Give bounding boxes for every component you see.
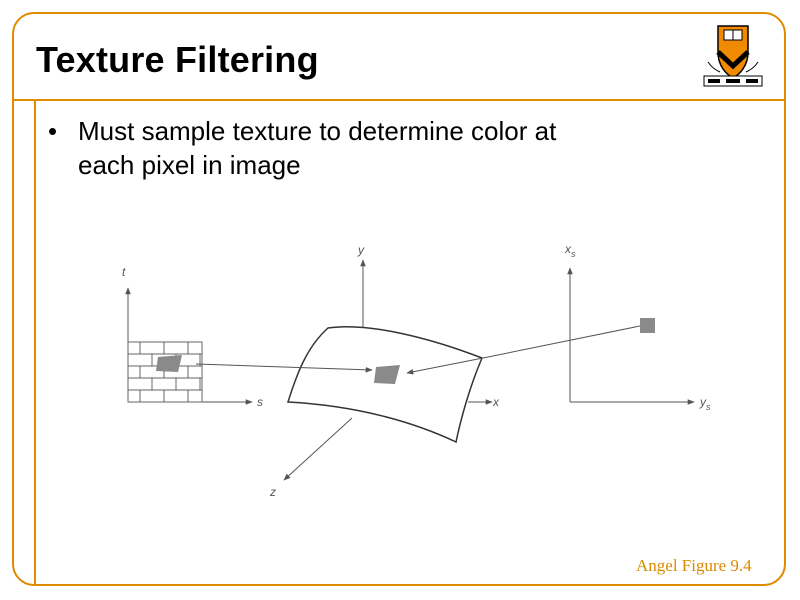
slide-frame	[12, 12, 786, 586]
texture-patch	[156, 355, 182, 372]
surface-patch	[374, 365, 400, 384]
bullet-dot-icon: •	[48, 116, 58, 146]
z-axis-label: z	[269, 485, 276, 499]
figure-caption: Angel Figure 9.4	[636, 556, 752, 575]
slide-title: Texture Filtering	[36, 39, 319, 80]
s-axis-label: s	[257, 395, 263, 409]
pixel-to-surface-ray	[406, 357, 484, 375]
pixel-square	[640, 318, 655, 333]
object-space: y x z	[269, 243, 500, 499]
princeton-shield-icon	[703, 25, 763, 87]
pixel-ray	[482, 325, 641, 359]
ys-axis-label: ys	[699, 395, 711, 412]
texture-space: t s	[122, 265, 263, 409]
curved-surface	[286, 325, 483, 444]
brick-texture	[127, 341, 203, 403]
bullet-text: Must sample texture to determine color a…	[78, 116, 557, 180]
left-divider	[34, 100, 36, 584]
texture-mapping-diagram: t s y x z xs ys	[122, 242, 711, 499]
screen-space: xs ys	[564, 242, 711, 412]
bullet-list: • Must sample texture to determine color…	[48, 114, 598, 182]
bullet-item: • Must sample texture to determine color…	[48, 114, 598, 182]
t-axis-label: t	[122, 265, 126, 279]
x-axis-label: x	[492, 395, 500, 409]
xs-axis-label: xs	[564, 242, 576, 259]
z-axis	[283, 417, 353, 481]
title-divider	[14, 99, 786, 101]
texture-to-surface-ray	[195, 363, 373, 373]
y-axis-label: y	[357, 243, 365, 257]
